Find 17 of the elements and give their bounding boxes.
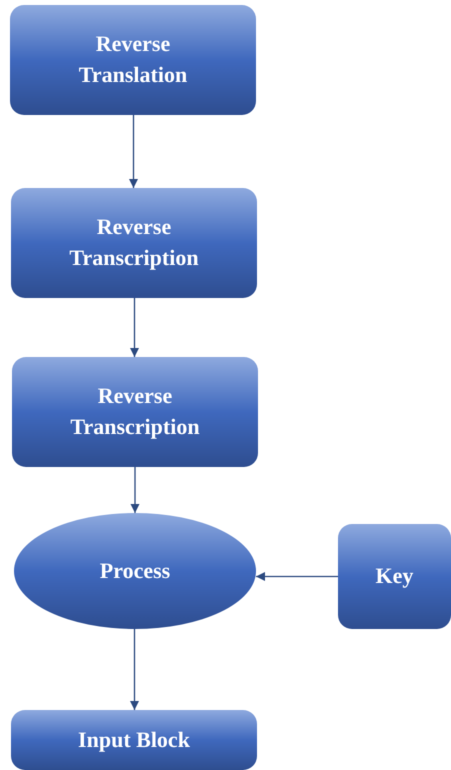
arrow <box>130 629 139 710</box>
arrow <box>256 572 338 581</box>
arrow <box>129 115 138 188</box>
process-ellipse <box>14 513 256 629</box>
process-box <box>10 5 256 115</box>
node-label: Process <box>98 556 172 585</box>
process-box <box>338 524 451 629</box>
node-label: Reverse Transcription <box>68 213 200 272</box>
process-box <box>11 188 257 298</box>
node-label: Reverse Transcription <box>69 382 201 441</box>
process-box <box>12 357 258 467</box>
arrow <box>130 467 140 513</box>
node-label: Reverse Translation <box>78 30 188 89</box>
node-label: Key <box>374 562 414 590</box>
node-label: Input Block <box>77 726 191 754</box>
process-box <box>11 710 257 770</box>
arrow <box>130 298 139 357</box>
